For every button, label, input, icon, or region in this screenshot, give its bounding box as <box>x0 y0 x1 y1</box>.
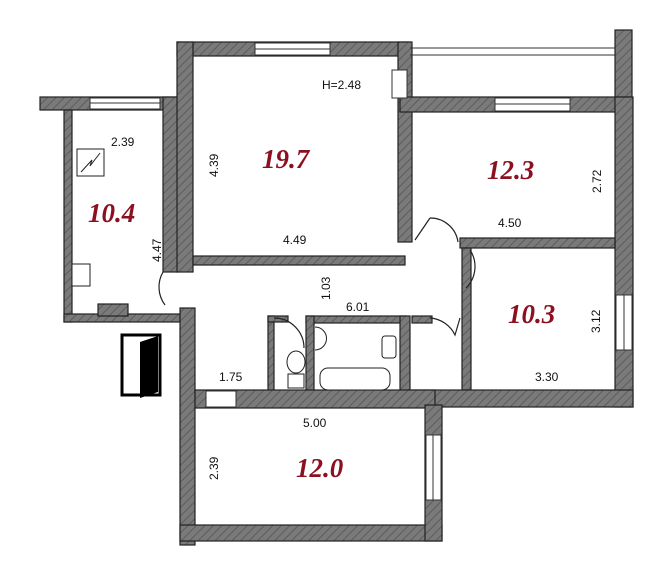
bedroom-top-right-length: 2.72 <box>590 169 604 193</box>
corridor-length: 6.01 <box>346 300 370 314</box>
living-room-length: 4.39 <box>207 153 221 177</box>
bedroom-right-width: 3.30 <box>535 370 559 384</box>
windows <box>89 42 633 501</box>
living-room-width: 4.49 <box>283 233 307 247</box>
bedroom-bottom-width: 5.00 <box>303 416 327 430</box>
kitchen-area: 10.4 <box>88 198 135 228</box>
fixtures <box>71 148 397 398</box>
bedroom-right-area: 10.3 <box>508 299 555 329</box>
ceiling-height: H=2.48 <box>322 78 361 92</box>
stove-icon <box>71 263 91 287</box>
sink-icon <box>381 335 397 359</box>
bedroom-top-right-area: 12.3 <box>487 155 534 185</box>
living-room-area: 19.7 <box>262 144 311 174</box>
bathtub-icon <box>319 367 391 391</box>
toilet-icon <box>286 350 306 374</box>
bedroom-bottom-area: 12.0 <box>296 453 344 483</box>
entrance-door-icon <box>120 333 162 398</box>
kitchen-length: 4.47 <box>150 238 164 262</box>
corridor-width: 1.03 <box>319 276 333 300</box>
bedroom-top-right-width: 4.50 <box>498 216 522 230</box>
kitchen-width: 2.39 <box>111 135 135 149</box>
bedroom-bottom-length: 2.39 <box>207 456 221 480</box>
doors <box>158 217 476 349</box>
hall-width: 1.75 <box>219 370 243 384</box>
bedroom-right-length: 3.12 <box>589 309 603 333</box>
labels: H=2.48 2.39 4.47 10.4 19.7 4.49 4.39 12.… <box>88 78 604 483</box>
